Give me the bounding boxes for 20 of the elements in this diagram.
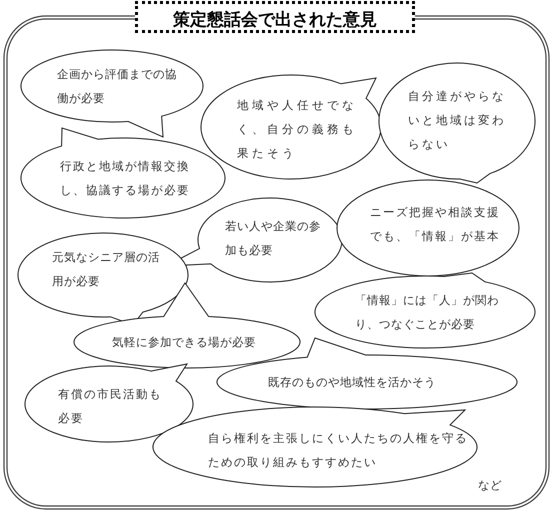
bubble-text: ニーズ把握や相談支援でも、「情報」が基本 [370,204,500,245]
bubble-text: 自分達がやらないと地域は変わらない [408,88,507,153]
bubble-text: 若い人や企業の参加も必要 [225,218,322,259]
speech-bubble [24,363,194,443]
speech-bubble [200,74,382,180]
bubble-text: 気軽に参加できる場が必要 [112,334,257,351]
bubble-text: 既存のものや地域性を活かそう [268,374,437,391]
bubble-text: 「情報」には「人」が関わり、つなぐことが必要 [355,292,500,333]
note-text: など [478,478,502,493]
bubble-text: 自ら権利を主張しにくい人たちの人権を守るための取り組みもすすめたい [208,430,468,471]
bubble-text: 行政と地域が情報交換し、協議する場が必要 [60,158,191,199]
speech-bubble [20,49,204,138]
speech-bubble [314,272,536,349]
bubble-text: 地域や人任せでなく、自分の義務も果たそう [237,97,358,162]
speech-bubble [378,62,536,184]
title: 策定懇話会で出された意見 [135,1,415,33]
bubble-text: 有償の市民活動も必要 [58,386,163,427]
speech-bubble [20,127,226,219]
bubble-text: 企画から評価までの協働が必要 [57,66,178,107]
speech-bubble [336,179,520,277]
